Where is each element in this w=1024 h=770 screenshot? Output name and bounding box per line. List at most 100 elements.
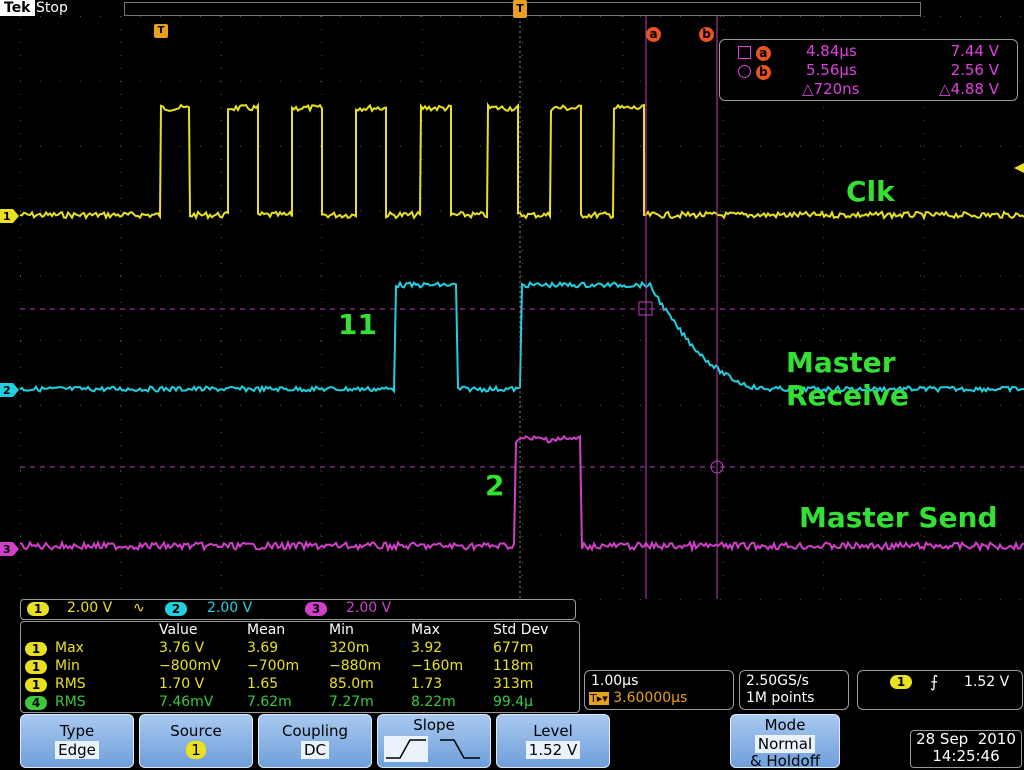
cursor-a-handle[interactable]: a xyxy=(646,23,661,42)
cursor-a-badge: a xyxy=(646,27,661,42)
brand-logo: Tek xyxy=(0,0,35,16)
meas-row4-ch-chip: 4 xyxy=(25,696,47,710)
meas-row2-mean: −700m xyxy=(247,658,300,674)
signal-label-clk: Clk xyxy=(846,175,895,208)
menu-coupling-button[interactable]: Coupling DC xyxy=(258,714,372,768)
meas-row2-max: −160m xyxy=(411,658,464,674)
ch2-ground-marker[interactable]: 2 xyxy=(0,383,19,397)
falling-edge-icon xyxy=(440,739,480,759)
meas-row3-name: RMS xyxy=(55,676,86,692)
menu-type-button[interactable]: Type Edge xyxy=(20,714,134,768)
cursor-delta-volt: △4.88 V xyxy=(939,80,999,98)
menu-type-label: Type xyxy=(59,722,95,740)
menu-slope-button[interactable]: Slope xyxy=(377,714,491,768)
ch2-ground-label: 2 xyxy=(3,384,11,397)
meas-row3-mean: 1.65 xyxy=(247,676,279,692)
cursor-a-time: 4.84µs xyxy=(806,42,857,60)
ch1-scale[interactable]: 2.00 V xyxy=(67,600,113,616)
rising-edge-icon xyxy=(386,739,426,759)
col-header-min: Min xyxy=(329,622,354,638)
measurement-header-row: Value Mean Min Max Std Dev xyxy=(21,622,579,640)
bandwidth-limit-icon: ∿ xyxy=(133,600,145,616)
signal-label-master-receive: Master Receive xyxy=(786,346,909,412)
cursor-a-volt: 7.44 V xyxy=(950,42,999,60)
menu-mode-value: Normal xyxy=(754,735,816,753)
meas-row3-max: 1.73 xyxy=(411,676,443,692)
ch3-scale[interactable]: 2.00 V xyxy=(346,600,392,616)
trigger-level: 1.52 V xyxy=(964,674,1010,690)
meas-row3-value: 1.70 V xyxy=(159,676,205,692)
meas-row4-max: 8.22m xyxy=(411,694,456,710)
timebase-readout[interactable]: 1.00µs T▸▾ 3.60000µs xyxy=(584,670,734,710)
measurement-row[interactable]: 4 RMS 7.46mV 7.62m 7.27m 8.22m 99.4µ xyxy=(21,694,579,712)
meas-row4-value: 7.46mV xyxy=(159,694,214,710)
meas-row2-min: −880m xyxy=(329,658,382,674)
meas-row4-mean: 7.62m xyxy=(247,694,292,710)
cursor-b-volt: 2.56 V xyxy=(950,61,999,79)
col-header-value: Value xyxy=(159,622,198,638)
menu-level-button[interactable]: Level 1.52 V xyxy=(496,714,610,768)
trigger-point-label: T xyxy=(157,25,165,36)
col-header-mean: Mean xyxy=(247,622,286,638)
trigger-readout[interactable]: 1 ⨍ 1.52 V xyxy=(857,670,1023,710)
menu-coupling-label: Coupling xyxy=(281,722,349,740)
measurement-table[interactable]: Value Mean Min Max Std Dev 1 Max 3.76 V … xyxy=(20,621,580,713)
cursor-delta-time: △720ns xyxy=(802,80,860,98)
ch2-scale[interactable]: 2.00 V xyxy=(207,600,253,616)
meas-row1-ch-chip: 1 xyxy=(25,642,47,656)
trigger-slope-icon: ⨍ xyxy=(930,672,939,691)
measurement-row[interactable]: 1 RMS 1.70 V 1.65 85.0m 1.73 313m xyxy=(21,676,579,694)
trigger-delay-value: 3.60000µs xyxy=(613,690,688,706)
graticule-grid xyxy=(20,16,1021,601)
meas-row3-min: 85.0m xyxy=(329,676,374,692)
meas-row1-mean: 3.69 xyxy=(247,640,279,656)
col-header-max: Max xyxy=(411,622,440,638)
ch1-ground-marker[interactable]: 1 xyxy=(0,209,19,223)
menu-slope-label: Slope xyxy=(413,716,455,734)
meas-row4-min: 7.27m xyxy=(329,694,374,710)
menu-source-button[interactable]: Source 1 xyxy=(139,714,253,768)
trigger-position-label: T xyxy=(516,2,524,15)
col-header-std-dev: Std Dev xyxy=(493,622,549,638)
ch3-ground-marker[interactable]: 3 xyxy=(0,542,19,556)
trigger-source-chip: 1 xyxy=(890,675,912,689)
menu-level-value: 1.52 V xyxy=(525,741,581,759)
date-text: 28 Sep 2010 xyxy=(916,730,1016,748)
cursor-b-handle[interactable]: b xyxy=(699,23,714,42)
acquisition-readout[interactable]: 2.50GS/s 1M points xyxy=(739,670,849,710)
meas-row1-max: 3.92 xyxy=(411,640,443,656)
cursor-b-badge-small: b xyxy=(755,65,771,80)
trigger-level-arrow xyxy=(1014,163,1024,173)
signal-label-master-send: Master Send xyxy=(799,501,998,534)
menu-source-label: Source xyxy=(170,722,222,740)
channel-scale-bar: 1 2.00 V ∿ 2 2.00 V 3 2.00 V xyxy=(20,599,576,620)
timebase-per-div: 1.00µs xyxy=(591,673,639,689)
cursor-readout[interactable]: a 4.84µs 7.44 V b 5.56µs 2.56 V △720ns △… xyxy=(719,39,1018,101)
measurement-row[interactable]: 1 Max 3.76 V 3.69 320m 3.92 677m xyxy=(21,640,579,658)
meas-row2-name: Min xyxy=(55,658,80,674)
ch3-ground-label: 3 xyxy=(3,543,11,556)
meas-row2-std: 118m xyxy=(493,658,534,674)
measurement-row[interactable]: 1 Min −800mV −700m −880m −160m 118m xyxy=(21,658,579,676)
meas-row4-name: RMS xyxy=(55,694,86,710)
slope-selector xyxy=(384,736,480,762)
square-icon xyxy=(738,46,751,59)
ch3-chip[interactable]: 3 xyxy=(305,602,327,616)
meas-row3-ch-chip: 1 xyxy=(25,678,47,692)
trigger-position-marker[interactable]: T xyxy=(513,0,527,18)
ch1-chip[interactable]: 1 xyxy=(27,602,49,616)
menu-mode-holdoff-label: & Holdoff xyxy=(749,752,821,770)
meas-row1-name: Max xyxy=(55,640,84,656)
meas-row1-std: 677m xyxy=(493,640,534,656)
menu-coupling-value: DC xyxy=(300,741,330,759)
ch2-chip[interactable]: 2 xyxy=(165,602,187,616)
ch1-trace xyxy=(19,101,1024,221)
menu-source-value: 1 xyxy=(186,741,206,759)
meas-row2-ch-chip: 1 xyxy=(25,660,47,674)
meas-row1-value: 3.76 V xyxy=(159,640,205,656)
count-label-receive: 11 xyxy=(338,308,377,341)
menu-mode-button[interactable]: Mode Normal & Holdoff xyxy=(730,714,840,770)
sample-rate: 2.50GS/s xyxy=(746,673,809,689)
cursor-b-circle-marker xyxy=(710,460,724,474)
